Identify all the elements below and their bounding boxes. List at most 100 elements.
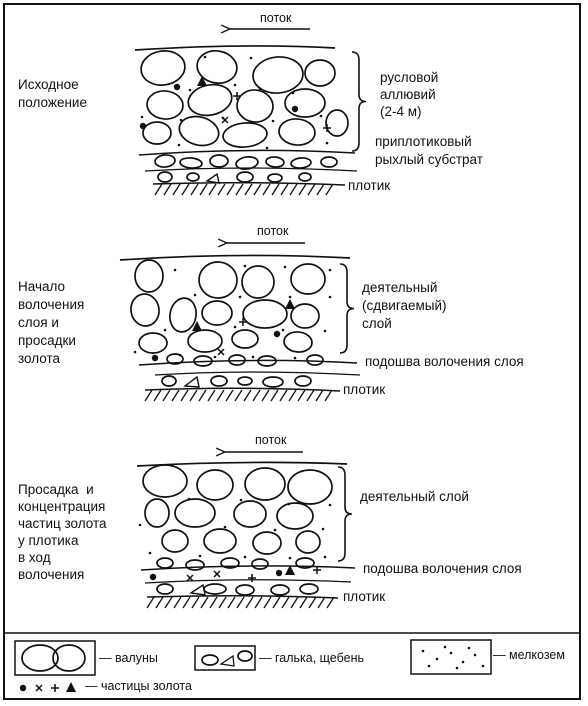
hatch-stroke: [219, 597, 226, 608]
layer-brace: [352, 52, 366, 151]
bedrock-hatching: [145, 390, 332, 401]
hatch-stroke: [209, 184, 216, 195]
hatch-stroke: [246, 597, 253, 608]
hatch-stroke: [264, 597, 271, 608]
pebble: [271, 585, 289, 595]
fine-dot: [149, 552, 152, 555]
fine-dot: [289, 557, 292, 560]
fine-dot: [224, 526, 227, 529]
boulder: [277, 503, 313, 529]
hatch-stroke: [280, 390, 287, 401]
stage-3-label: Просадка и концентрация частиц золота у …: [18, 481, 107, 583]
pebble: [238, 377, 252, 385]
fine-dot: [272, 120, 275, 123]
hatch-stroke: [218, 184, 225, 195]
hatch-stroke: [327, 597, 334, 608]
boulder: [204, 529, 236, 553]
hatch-stroke: [174, 597, 181, 608]
gold-plus: [239, 318, 247, 326]
gold-triangle: [197, 76, 207, 86]
pebble: [236, 585, 254, 595]
gold-cross: [218, 349, 224, 355]
hatch-stroke: [163, 390, 170, 401]
fine-dot: [164, 329, 167, 332]
pebble: [162, 376, 176, 386]
hatch-stroke: [200, 184, 207, 195]
boulder: [135, 260, 163, 292]
fine-dot: [444, 646, 447, 649]
substrate-top-line: [145, 580, 351, 583]
hatch-stroke: [253, 390, 260, 401]
substrate-top-line: [155, 372, 360, 375]
gold-triangle: [66, 682, 76, 692]
pebble: [180, 157, 203, 169]
hatch-stroke: [182, 184, 189, 195]
gold-plus: [233, 92, 241, 100]
hatch-stroke: [226, 390, 233, 401]
stage-3-bedrock-label: плотик: [343, 589, 385, 605]
boulder: [305, 60, 335, 86]
boulder: [188, 330, 222, 352]
boulder: [278, 117, 316, 146]
hatch-stroke: [309, 597, 316, 608]
boulder: [202, 301, 232, 325]
legend-pebbles-label: — галька, щебень: [259, 650, 364, 666]
hatch-stroke: [281, 184, 288, 195]
fine-dot: [188, 498, 191, 501]
hatch-stroke: [155, 184, 162, 195]
bedrock-hatching: [155, 184, 333, 195]
fine-dot: [174, 269, 177, 272]
pebble: [252, 559, 268, 569]
boulder: [139, 333, 167, 353]
legend-boulders-label: — валуны: [99, 650, 158, 666]
fine-dot: [139, 524, 142, 527]
stage-3-sole-label: подошва волочения слоя: [363, 561, 522, 577]
boulder: [185, 81, 234, 119]
fine-dot: [252, 356, 255, 359]
pebble: [263, 377, 283, 387]
gold-dot: [174, 84, 180, 90]
bedrock-hatching: [147, 597, 334, 608]
layer-brace: [340, 264, 354, 353]
gravel-shard: [185, 377, 199, 387]
pebble: [158, 172, 172, 182]
fine-dot: [250, 57, 253, 60]
boulder: [143, 122, 171, 144]
water-surface-line: [135, 46, 335, 50]
hatch-stroke: [325, 390, 332, 401]
pebble: [210, 155, 228, 167]
gold-dot: [276, 570, 282, 576]
hatch-stroke: [299, 184, 306, 195]
pebble: [187, 173, 199, 181]
fine-dot: [324, 556, 327, 559]
pebble: [157, 558, 173, 568]
hatch-stroke: [262, 390, 269, 401]
hatch-stroke: [183, 597, 190, 608]
pebble: [268, 174, 282, 182]
legend-boulders-box: [15, 641, 95, 675]
pebble: [266, 156, 285, 168]
fine-dot: [266, 147, 269, 150]
hatch-stroke: [191, 184, 198, 195]
hatch-stroke: [210, 597, 217, 608]
hatch-stroke: [228, 597, 235, 608]
fine-dot: [274, 529, 277, 532]
boulder: [146, 89, 184, 120]
pebble: [299, 173, 311, 181]
boulder: [288, 470, 332, 504]
hatch-stroke: [154, 390, 161, 401]
sole-line: [141, 566, 355, 570]
boulder: [176, 112, 222, 149]
fine-dot: [329, 296, 332, 299]
hatch-stroke: [227, 184, 234, 195]
gold-dot: [20, 685, 26, 691]
hatch-stroke: [145, 390, 152, 401]
fine-dot: [134, 351, 137, 354]
boulder: [145, 499, 169, 527]
hatch-stroke: [316, 390, 323, 401]
fine-dot: [289, 296, 292, 299]
boulder: [175, 499, 215, 527]
fine-dot: [288, 503, 291, 506]
boulder: [139, 48, 187, 88]
hatch-stroke: [282, 597, 289, 608]
